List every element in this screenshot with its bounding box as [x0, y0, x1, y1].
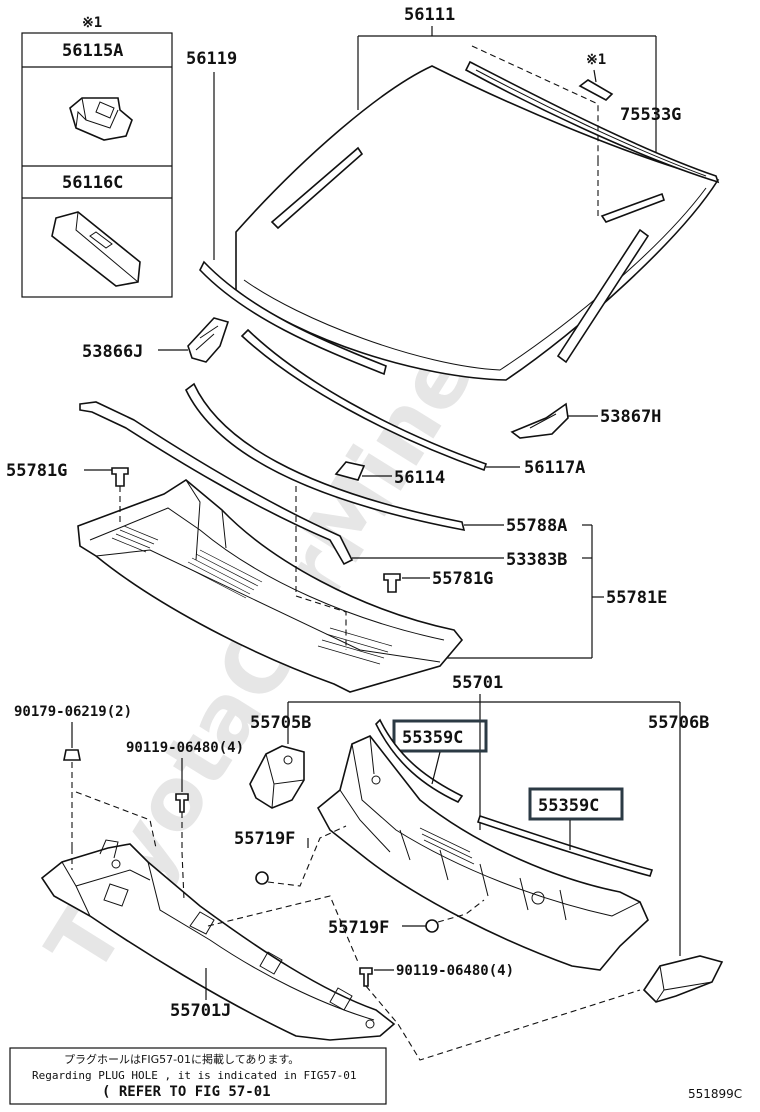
- note-en: Regarding PLUG HOLE , it is indicated in…: [32, 1069, 357, 1082]
- pad-56116c-drawing: [51, 211, 141, 287]
- windshield-group: 56111 ※1 75533G 56119 56117A: [82, 5, 720, 488]
- cowl-panel-group: 55701 55705B 55706B 55359C 55359C: [234, 673, 724, 1003]
- part-label-55701j[interactable]: 55701J: [170, 1001, 231, 1021]
- part-label-55788a[interactable]: 55788A: [506, 516, 567, 536]
- part-label-53867h[interactable]: 53867H: [600, 407, 661, 427]
- part-label-53866j[interactable]: 53866J: [82, 342, 143, 362]
- part-label-56117a[interactable]: 56117A: [524, 458, 585, 478]
- part-label-55705b[interactable]: 55705B: [250, 713, 311, 733]
- part-label-56111[interactable]: 56111: [404, 5, 455, 25]
- part-label-55706b[interactable]: 55706B: [648, 713, 709, 733]
- part-label-90119-06480-lower[interactable]: 90119-06480(4): [396, 963, 514, 979]
- part-label-56115a[interactable]: 56115A: [62, 41, 123, 61]
- inset-mark: ※1: [82, 15, 102, 31]
- inset-box: ※1 56115A 56116C: [21, 15, 173, 298]
- part-label-55701[interactable]: 55701: [452, 673, 503, 693]
- part-label-90119-06480-upper[interactable]: 90119-06480(4): [126, 740, 244, 756]
- cowl-top-group: 55788A 53383B 55781E: [6, 382, 667, 693]
- part-label-53383b[interactable]: 53383B: [506, 550, 567, 570]
- note-jp: プラグホールはFIG57-01に掲載してあります。: [64, 1052, 299, 1066]
- part-label-90179-06219[interactable]: 90179-06219(2): [14, 704, 132, 720]
- highlight-box-55359c-right: [528, 787, 624, 821]
- part-label-55781g-left[interactable]: 55781G: [6, 461, 67, 481]
- diagram-code: 551899C: [688, 1087, 742, 1101]
- lower-member-group: 90179-06219(2) 90119-06480(4) 55701J 901…: [14, 704, 641, 1061]
- part-label-75533g[interactable]: 75533G: [620, 105, 681, 125]
- part-label-55359c-left[interactable]: 55359C: [402, 728, 463, 748]
- mark-top: ※1: [586, 52, 606, 68]
- highlight-box-55359c-left: [392, 719, 488, 753]
- part-label-56119[interactable]: 56119: [186, 49, 237, 69]
- part-label-55719f-lower[interactable]: 55719F: [328, 918, 389, 938]
- part-label-56116c[interactable]: 56116C: [62, 173, 123, 193]
- note-ref[interactable]: ( REFER TO FIG 57-01: [102, 1084, 271, 1100]
- clip-56115a-drawing: [69, 97, 133, 141]
- part-label-55359c-right[interactable]: 55359C: [538, 796, 599, 816]
- part-label-55719f-upper[interactable]: 55719F: [234, 829, 295, 849]
- part-label-55781g-right[interactable]: 55781G: [432, 569, 493, 589]
- part-label-55781e[interactable]: 55781E: [606, 588, 667, 608]
- part-label-56114[interactable]: 56114: [394, 468, 445, 488]
- note-box: プラグホールはFIG57-01に掲載してあります。 Regarding PLUG…: [9, 1047, 387, 1105]
